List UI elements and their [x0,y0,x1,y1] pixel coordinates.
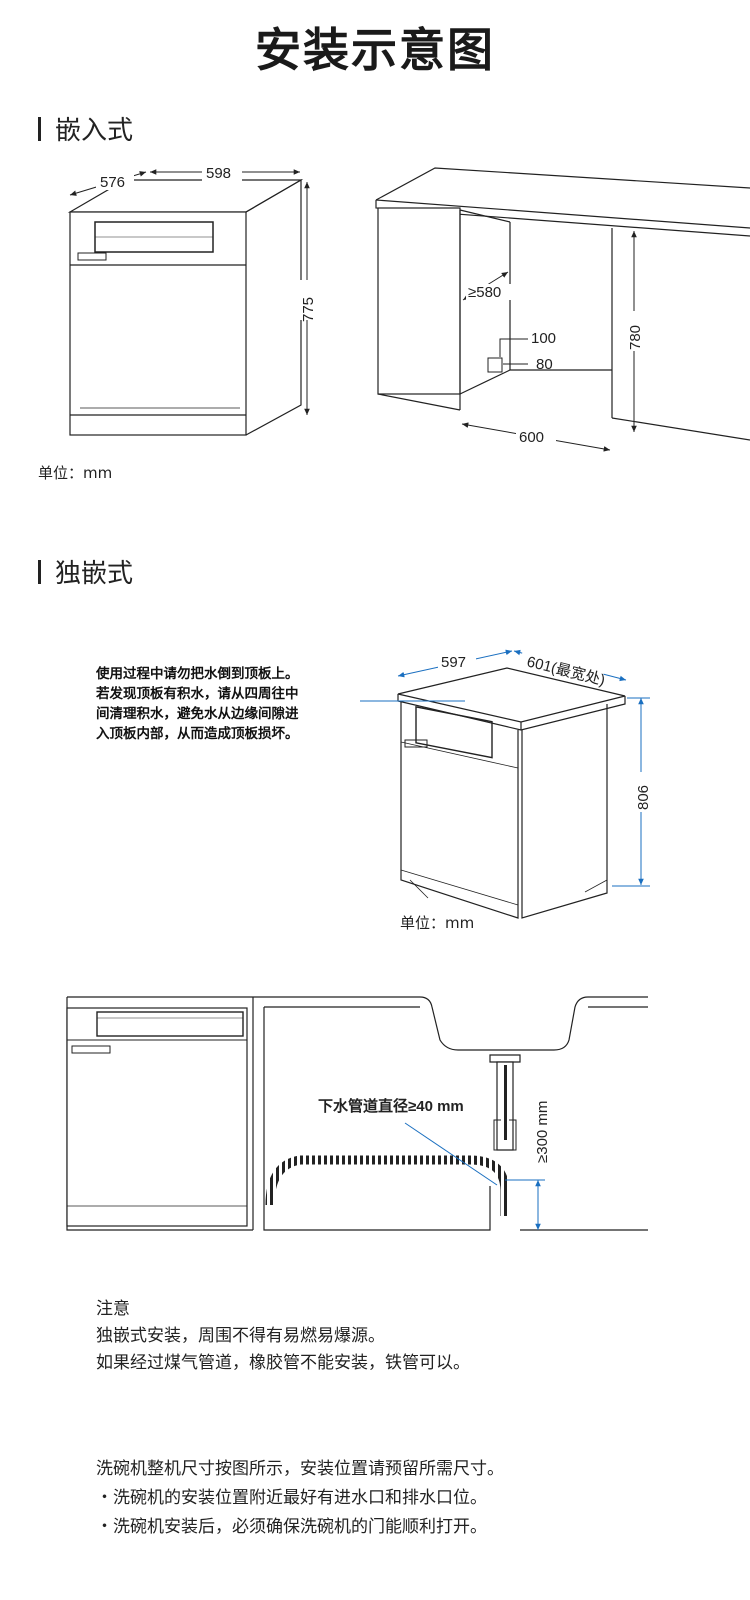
dim-fs-height-806: 806 [635,785,652,810]
dim-pipe-100: 100 [531,330,556,347]
section-heading-embedded: 嵌入式 [38,110,133,147]
warning-line: 间清理积水，避免水从边缘间隙进 [96,706,299,722]
section-heading-freestanding: 独嵌式 [38,553,133,590]
heading-bar [38,559,41,584]
drain-height-label: ≥300 mm [534,1101,551,1163]
drain-dimension-lines [404,1122,545,1230]
top-plate-warning: 使用过程中请勿把水倒到顶板上。 若发现顶板有积水，请从四周往中 间清理积水，避免… [96,664,358,744]
unit-label-embedded: 单位：mm [38,464,113,482]
warning-line: 使用过程中请勿把水倒到顶板上。 [96,666,299,682]
notes-line: 独嵌式安装，周围不得有易燃易爆源。 [96,1326,385,1346]
dim-fs-width-597: 597 [441,654,466,671]
footer-line: 洗碗机整机尺寸按图所示，安装位置请预留所需尺寸。 [96,1459,504,1479]
heading-bar [38,116,41,141]
dim-niche-height-780: 780 [627,325,644,350]
dim-width-598: 598 [206,165,231,182]
footer-block: 洗碗机整机尺寸按图所示，安装位置请预留所需尺寸。 ・洗碗机的安装位置附近最好有进… [96,1455,504,1542]
dim-niche-depth: ≥580 [468,284,501,301]
dim-niche-width-600: 600 [519,429,544,446]
footer-line: ・洗碗机安装后，必须确保洗碗机的门能顺利打开。 [96,1517,487,1537]
notes-block: 注意 独嵌式安装，周围不得有易燃易爆源。 如果经过煤气管道，橡胶管不能安装，铁管… [96,1296,470,1377]
dim-height-775: 775 [300,297,317,322]
page-title: 安装示意图 [255,23,495,77]
section-heading-embedded-label: 嵌入式 [55,116,134,146]
embedded-dishwasher-drawing [67,178,304,436]
section-heading-freestanding-label: 独嵌式 [55,559,134,589]
warning-line: 入顶板内部，从而造成顶板损坏。 [96,726,299,742]
freestanding-dishwasher-drawing [397,667,626,919]
dim-pipe-80: 80 [536,356,553,373]
warning-line: 若发现顶板有积水，请从四周往中 [96,686,299,702]
dim-depth-576: 576 [100,174,125,191]
cabinet-niche-drawing [375,167,750,441]
drain-hose [265,1155,510,1216]
notes-line: 如果经过煤气管道，橡胶管不能安装，铁管可以。 [96,1353,470,1373]
notes-heading: 注意 [96,1299,130,1319]
drain-diagram-drawing [66,996,648,1231]
footer-line: ・洗碗机的安装位置附近最好有进水口和排水口位。 [96,1488,487,1508]
unit-label-freestanding: 单位：mm [400,914,475,932]
drain-pipe-diameter-label: 下水管道直径≥40 mm [318,1097,464,1115]
